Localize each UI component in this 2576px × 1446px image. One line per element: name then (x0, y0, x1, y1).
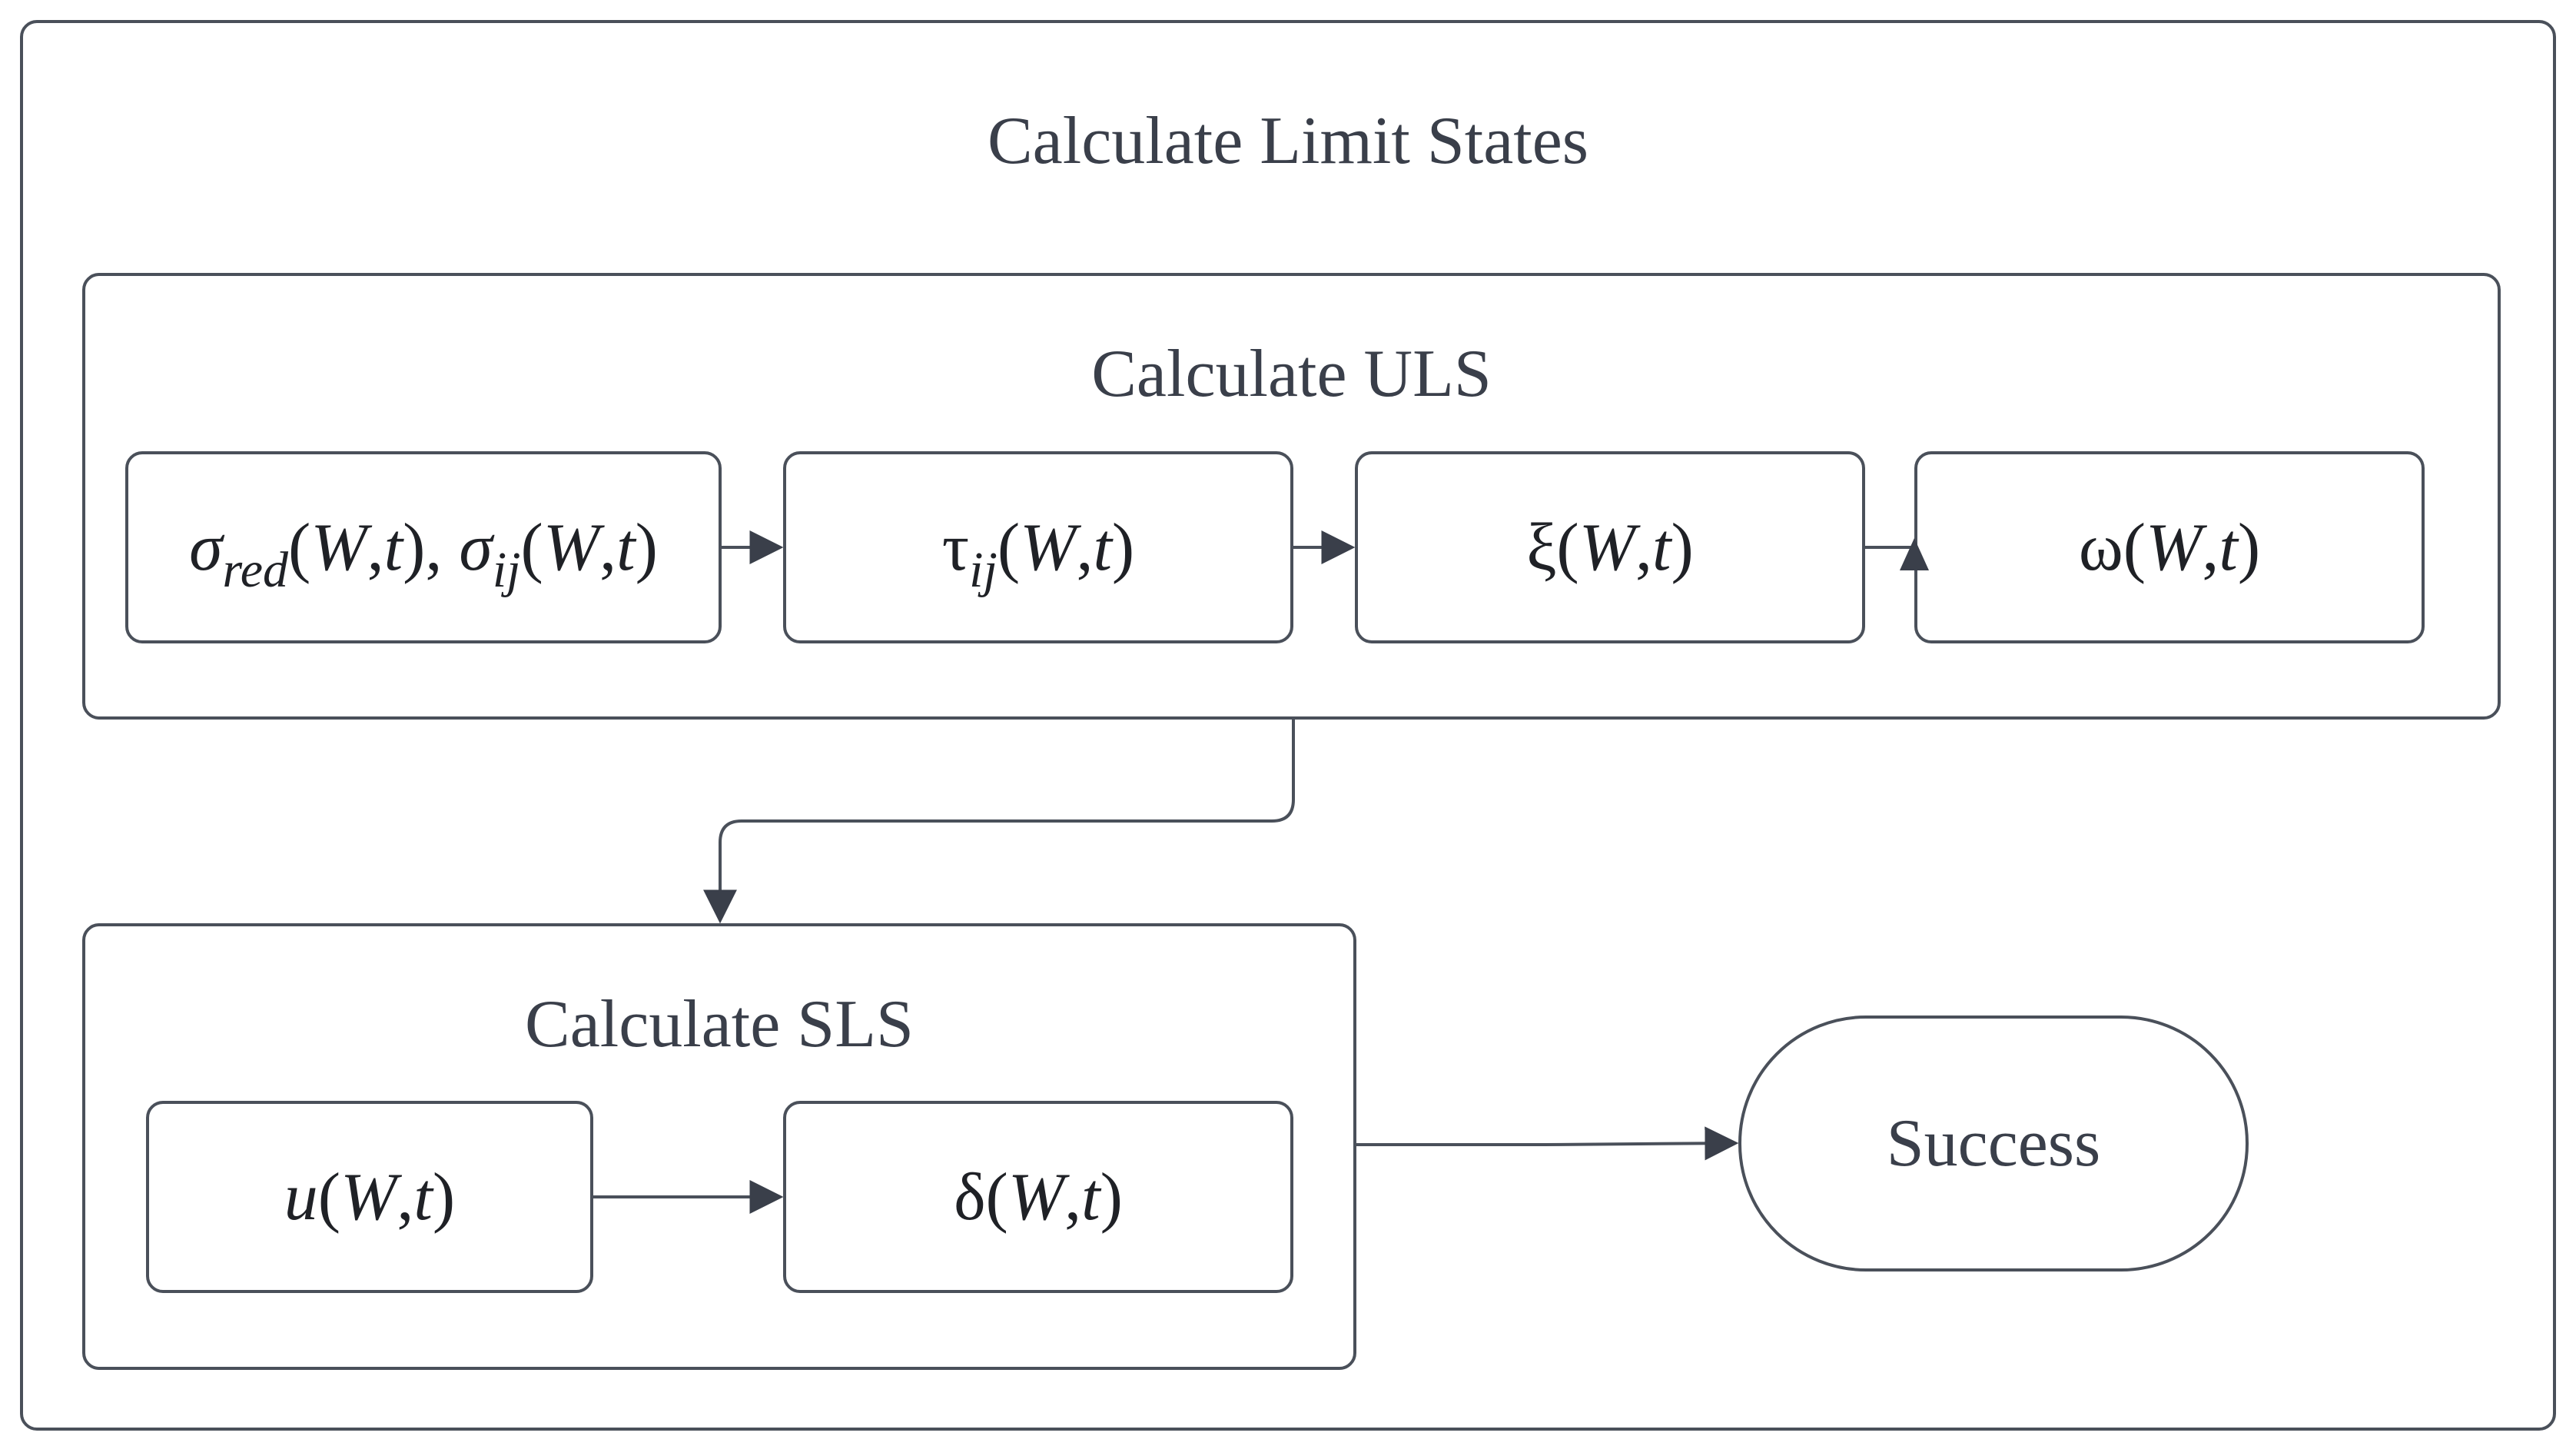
delta-node-label: δ(W,t) (954, 1159, 1123, 1235)
sigma-node-label: σred(W,t), σij(W,t) (189, 510, 658, 598)
u-node-label: u(W,t) (284, 1159, 456, 1235)
delta-node: δ(W,t) (783, 1101, 1293, 1293)
tau-node-label: τij(W,t) (941, 510, 1135, 598)
success-label: Success (1886, 1106, 2101, 1181)
omega-node-label: ω(W,t) (2078, 510, 2261, 585)
xi-node-label: ξ(W,t) (1526, 510, 1694, 585)
u-node: u(W,t) (146, 1101, 593, 1293)
xi-node: ξ(W,t) (1355, 451, 1865, 643)
success-terminal: Success (1738, 1016, 2249, 1271)
tau-node: τij(W,t) (783, 451, 1293, 643)
limit-states-title: Calculate Limit States (987, 104, 1589, 178)
omega-node: ω(W,t) (1914, 451, 2425, 643)
sls-title: Calculate SLS (525, 987, 914, 1062)
sigma-node: σred(W,t), σij(W,t) (125, 451, 722, 643)
uls-title: Calculate ULS (1091, 337, 1492, 411)
